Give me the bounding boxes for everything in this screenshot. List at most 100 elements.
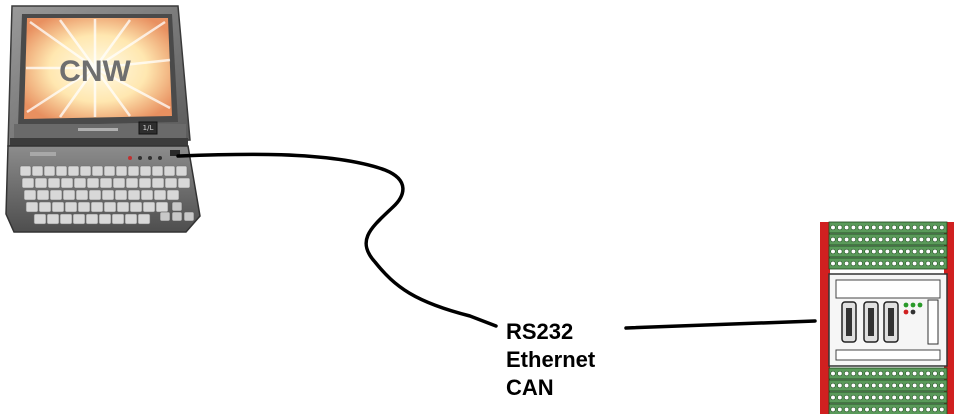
terminal-screw <box>918 394 925 401</box>
terminal-screw <box>898 260 904 267</box>
terminal-screw <box>925 382 931 389</box>
keyboard-key <box>46 213 60 225</box>
keyboard-key <box>21 177 35 189</box>
terminal-screw <box>905 370 911 377</box>
terminal-screw <box>884 224 891 231</box>
terminal-screw <box>939 382 945 389</box>
terminal-screw <box>864 394 870 401</box>
terminal-screw <box>871 370 877 377</box>
terminal-screw <box>843 236 850 243</box>
label-rs232: RS232 <box>506 319 574 344</box>
screen-label: CNW <box>59 55 131 88</box>
keyboard-key <box>127 165 140 177</box>
terminal-screw <box>843 370 850 377</box>
laptop-hinge <box>10 138 188 146</box>
terminal-screw <box>918 248 925 255</box>
terminal-screw <box>830 382 836 389</box>
terminal-screw <box>905 248 911 255</box>
terminal-screw <box>871 224 877 231</box>
terminal-screw <box>898 236 904 243</box>
terminal-screw <box>918 260 925 267</box>
keyboard-key <box>127 189 141 201</box>
keyboard-key <box>77 201 91 213</box>
terminal-screw <box>843 406 850 413</box>
keyboard-key <box>111 213 125 225</box>
connection-cable <box>176 152 498 328</box>
terminal-screw <box>884 236 891 243</box>
keyboard-key <box>140 189 154 201</box>
terminal-screw <box>925 236 931 243</box>
keyboard-key <box>86 177 100 189</box>
terminal-screw <box>891 236 897 243</box>
terminal-screw <box>932 248 938 255</box>
terminal-screw <box>830 248 836 255</box>
terminal-screw <box>871 394 877 401</box>
terminal-screw <box>837 248 843 255</box>
keyboard-key <box>177 177 191 189</box>
terminal-screw <box>843 224 850 231</box>
keyboard-key <box>19 165 32 177</box>
terminal-screw <box>918 382 925 389</box>
terminal-screw <box>932 394 938 401</box>
keyboard-key <box>34 177 48 189</box>
top-terminal-block <box>828 221 948 270</box>
keyboard-key <box>164 177 178 189</box>
keyboard-key <box>75 189 89 201</box>
keyboard-key <box>79 165 92 177</box>
terminal-screw <box>857 260 863 267</box>
terminal-screw <box>843 382 850 389</box>
terminal-screw <box>911 370 918 377</box>
keyboard-key <box>47 177 61 189</box>
keyboard-key <box>55 165 68 177</box>
keyboard-key <box>129 201 143 213</box>
terminal-screw <box>877 406 884 413</box>
terminal-screw <box>911 236 918 243</box>
terminal-screw <box>871 406 877 413</box>
terminal-screw <box>830 394 836 401</box>
key-badge-label: 1/L <box>142 124 154 132</box>
terminal-screw <box>911 406 918 413</box>
terminal-screw <box>939 394 945 401</box>
keyboard-key <box>151 177 165 189</box>
terminal-screw <box>891 382 897 389</box>
keyboard-key <box>38 201 52 213</box>
controller-cable <box>624 319 817 330</box>
terminal-screw <box>905 382 911 389</box>
terminal-screw <box>830 260 836 267</box>
terminal-screw <box>871 236 877 243</box>
terminal-screw <box>857 370 863 377</box>
keyboard-key <box>175 165 188 177</box>
laptop-key-badge <box>138 121 158 135</box>
terminal-screw <box>932 260 938 267</box>
terminal-screw <box>871 260 877 267</box>
terminal-screw <box>830 406 836 413</box>
arrow-key <box>159 211 171 222</box>
arrow-key <box>171 211 183 222</box>
terminal-screw <box>891 370 897 377</box>
label-ethernet: Ethernet <box>506 347 596 372</box>
terminal-screw <box>898 394 904 401</box>
keyboard-key <box>151 165 164 177</box>
terminal-screw <box>830 224 836 231</box>
terminal-screw <box>864 224 870 231</box>
terminal-screw <box>877 370 884 377</box>
terminal-screw <box>932 370 938 377</box>
controller-module <box>820 221 954 416</box>
terminal-screw <box>925 370 931 377</box>
terminal-screw <box>939 248 945 255</box>
terminal-screw <box>932 224 938 231</box>
terminal-screw <box>918 370 925 377</box>
keyboard-key <box>90 201 104 213</box>
terminal-screw <box>830 370 836 377</box>
laptop-screen <box>24 18 172 119</box>
terminal-screw <box>850 382 857 389</box>
keyboard-key <box>31 165 44 177</box>
keyboard-key <box>137 213 151 225</box>
terminal-screw <box>911 248 918 255</box>
terminal-screw <box>864 370 870 377</box>
terminal-screw <box>925 224 931 231</box>
keyboard-key <box>43 165 56 177</box>
terminal-screw <box>857 394 863 401</box>
terminal-screw <box>837 236 843 243</box>
